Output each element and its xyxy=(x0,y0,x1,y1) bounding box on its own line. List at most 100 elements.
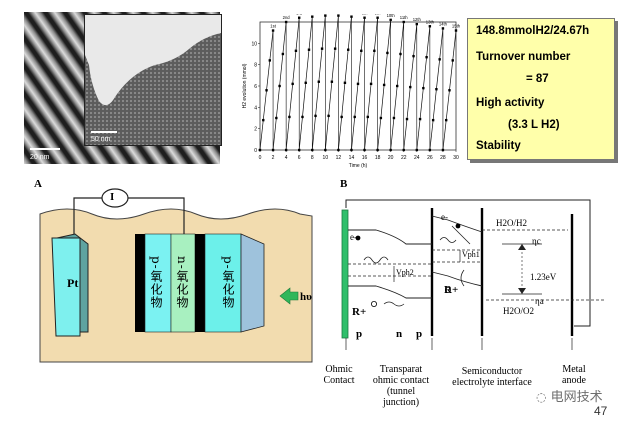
data-point xyxy=(418,117,422,121)
band-diagram xyxy=(341,199,606,350)
cycle-label: 1st xyxy=(270,24,276,29)
data-point xyxy=(330,80,334,83)
data-point xyxy=(438,58,441,61)
cycle-label: 3rd xyxy=(296,14,303,16)
data-point xyxy=(356,82,360,86)
watermark: ◌ 电网技术 xyxy=(536,390,603,405)
data-point xyxy=(435,88,438,91)
n-mid-label: n xyxy=(396,328,403,340)
x-tick-label: 16 xyxy=(362,155,368,161)
layer-n-oxide: n-氧化物 xyxy=(175,256,189,309)
data-point xyxy=(311,148,314,152)
data-point xyxy=(320,47,324,50)
data-point xyxy=(376,148,379,152)
data-point xyxy=(324,14,327,17)
data-point xyxy=(347,48,350,51)
data-point xyxy=(363,148,366,152)
eta-c-label: ηc xyxy=(532,236,541,246)
y-tick-label: 8 xyxy=(254,63,257,69)
cycle-label: 4th xyxy=(309,14,315,15)
light-hv-label: hυ xyxy=(300,291,312,303)
x-tick-label: 20 xyxy=(388,155,394,161)
data-point xyxy=(353,115,356,119)
scalebar-outer-label: 20 nm xyxy=(30,154,50,161)
eta-a-label: ηa xyxy=(535,296,544,306)
data-point xyxy=(350,15,353,18)
h2o-o2-label: H2O/O2 xyxy=(503,306,534,316)
x-tick-label: 10 xyxy=(323,155,329,161)
x-tick-label: 12 xyxy=(336,155,342,161)
y-tick-label: 0 xyxy=(254,148,257,154)
data-point xyxy=(311,15,314,18)
data-point xyxy=(445,118,448,122)
data-point xyxy=(343,81,347,84)
caption-metal-anode: Metal anode xyxy=(562,364,586,386)
cycle-label: 8th xyxy=(362,14,368,16)
energy-gap-label: 1.23eV xyxy=(530,272,557,282)
data-point xyxy=(373,49,376,52)
electron-left-label: e- xyxy=(350,232,357,242)
x-tick-label: 18 xyxy=(375,155,381,161)
x-tick-label: 28 xyxy=(440,155,446,161)
data-point xyxy=(324,148,327,152)
electron-right-label: e- xyxy=(441,212,448,222)
data-point xyxy=(301,115,304,119)
info-activity: High activity xyxy=(476,97,545,109)
data-point xyxy=(288,115,291,119)
v-ph2-label: Vph2 xyxy=(396,268,414,277)
cycle-label: 14th xyxy=(439,21,448,26)
data-point xyxy=(317,80,320,83)
tem-image-inner: 50 nm xyxy=(84,14,222,146)
data-point xyxy=(431,118,435,122)
r-plus-right-label: R+ xyxy=(444,284,459,296)
x-tick-label: 0 xyxy=(259,155,262,161)
data-point xyxy=(382,83,386,87)
cycle-label: 12th xyxy=(413,17,422,22)
layer-p-oxide-right: p-氧化物 xyxy=(221,256,235,309)
panel-b-label: B xyxy=(340,178,348,190)
data-point xyxy=(448,89,451,92)
data-point xyxy=(415,148,418,152)
y-tick-label: 2 xyxy=(254,127,257,133)
data-point xyxy=(350,148,353,152)
info-stability: Stability xyxy=(476,140,521,152)
caption-semiconductor-interface: Semiconductor electrolyte interface xyxy=(452,366,532,388)
data-point xyxy=(405,117,409,121)
scalebar-outer xyxy=(30,148,60,150)
data-point xyxy=(275,116,278,120)
info-rate: 148.8mmolH2/24.67h xyxy=(476,25,590,37)
data-point xyxy=(333,47,337,50)
data-point xyxy=(389,148,392,152)
data-point xyxy=(278,84,281,88)
data-point xyxy=(337,148,340,152)
y-tick-label: 4 xyxy=(254,105,257,111)
chat-bubble-icon: ◌ xyxy=(536,390,547,404)
data-point xyxy=(451,59,454,62)
caption-transparent-contact: Transparat ohmic contact (tunnel junctio… xyxy=(372,364,430,408)
cycle-label: 10th xyxy=(387,14,396,18)
data-point xyxy=(422,86,425,90)
data-point xyxy=(399,52,402,56)
data-point xyxy=(314,114,317,118)
data-point xyxy=(291,82,294,86)
p-left-label: p xyxy=(356,328,363,340)
pt-electrode-label: Pt xyxy=(67,276,79,290)
data-point xyxy=(284,148,288,152)
cycle-label: 11th xyxy=(400,15,409,20)
x-tick-label: 22 xyxy=(401,155,407,161)
v-ph1-label: Vph1 xyxy=(462,250,480,259)
data-point xyxy=(402,148,405,152)
data-point xyxy=(304,81,307,84)
h2o-h2-label: H2O/H2 xyxy=(496,218,527,228)
y-axis-label: H2 evolution (mmol) xyxy=(242,63,248,108)
data-point xyxy=(327,114,330,118)
page-number: 47 xyxy=(594,404,608,418)
data-point xyxy=(409,85,412,89)
data-point xyxy=(298,148,301,152)
data-point xyxy=(389,18,392,22)
data-point xyxy=(454,29,458,32)
x-tick-label: 4 xyxy=(285,155,288,161)
cycle-label: 9th xyxy=(375,14,381,16)
data-point xyxy=(360,49,363,52)
